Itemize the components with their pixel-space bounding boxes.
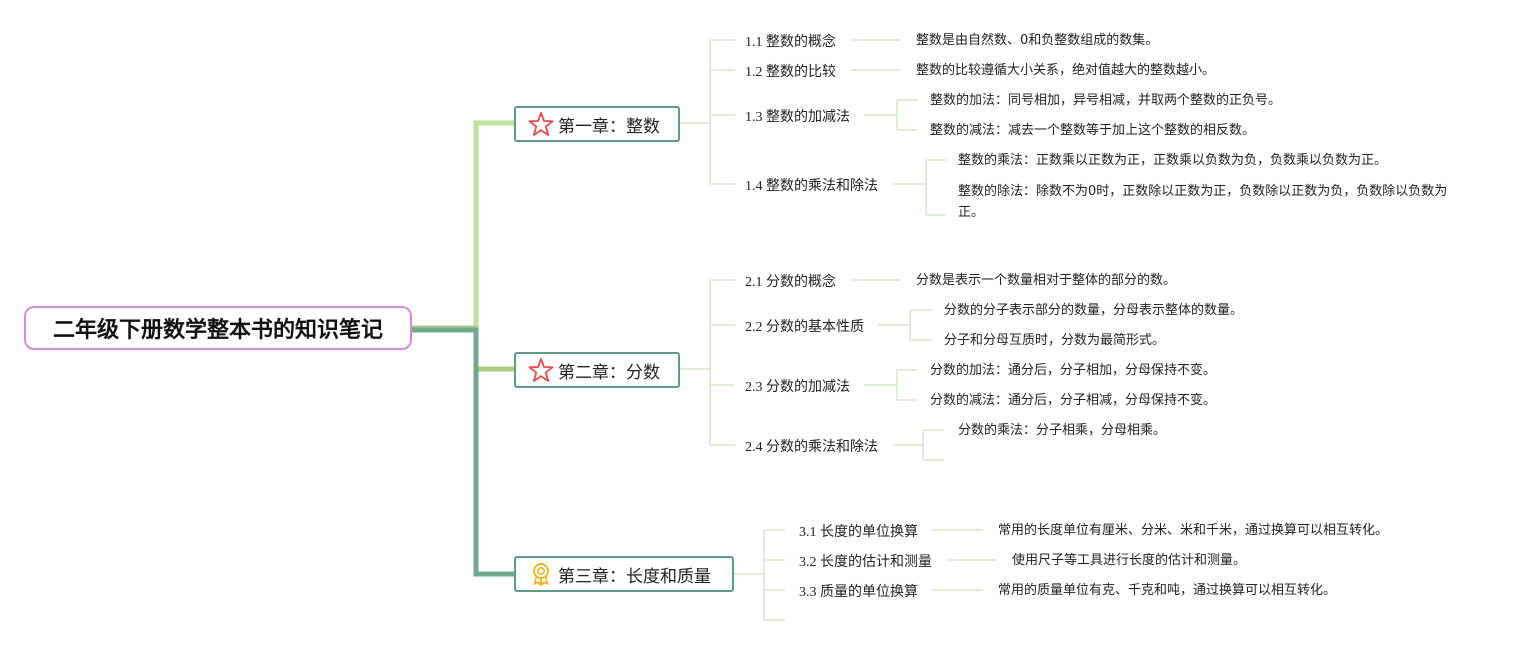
award-icon <box>528 561 554 587</box>
star-icon <box>528 357 554 383</box>
chapter-3-title: 第三章：长度和质量 <box>558 566 711 587</box>
root-topic[interactable]: 二年级下册数学整本书的知识笔记 <box>24 306 412 350</box>
chapter-2-title: 第二章：分数 <box>558 362 660 383</box>
branch-line-1 <box>412 120 515 331</box>
branch-line-3 <box>412 327 515 577</box>
note-1-3-2[interactable]: 整数的减法：减去一个整数等于加上这个整数的相反数。 <box>930 123 1256 138</box>
connector-lines <box>412 39 997 621</box>
branch-line-2 <box>412 325 515 372</box>
section-2-2[interactable]: 2.2 分数的基本性质 <box>745 320 864 335</box>
note-3-3-1[interactable]: 常用的质量单位有克、千克和吨，通过换算可以相互转化。 <box>998 583 1337 598</box>
note-3-2-1[interactable]: 使用尺子等工具进行长度的估计和测量。 <box>1012 553 1247 568</box>
chapter-3-node[interactable]: 第三章：长度和质量 <box>514 556 734 592</box>
section-1-4[interactable]: 1.4 整数的乘法和除法 <box>745 179 878 194</box>
note-2-3-2[interactable]: 分数的减法：通分后，分子相减，分母保持不变。 <box>930 393 1217 408</box>
star-icon <box>528 111 554 137</box>
section-2-1[interactable]: 2.1 分数的概念 <box>745 275 836 290</box>
section-2-4[interactable]: 2.4 分数的乘法和除法 <box>745 440 878 455</box>
note-1-4-2[interactable]: 整数的除法：除数不为0时，正数除以正数为正，负数除以正数为负，负数除以负数为正。 <box>958 184 1448 220</box>
note-3-1-1[interactable]: 常用的长度单位有厘米、分米、米和千米，通过换算可以相互转化。 <box>998 523 1389 538</box>
section-3-1[interactable]: 3.1 长度的单位换算 <box>799 525 918 540</box>
note-2-4-1[interactable]: 分数的乘法：分子相乘，分母相乘。 <box>958 423 1167 438</box>
note-1-2-1[interactable]: 整数的比较遵循大小关系，绝对值越大的整数越小。 <box>916 63 1216 78</box>
section-3-2[interactable]: 3.2 长度的估计和测量 <box>799 555 932 570</box>
note-2-2-1[interactable]: 分数的分子表示部分的数量，分母表示整体的数量。 <box>944 303 1244 318</box>
chapter-2-node[interactable]: 第二章：分数 <box>514 352 680 388</box>
note-2-3-1[interactable]: 分数的加法：通分后，分子相加，分母保持不变。 <box>930 363 1217 378</box>
note-1-3-1[interactable]: 整数的加法：同号相加，异号相减，并取两个整数的正负号。 <box>930 93 1282 108</box>
section-1-3[interactable]: 1.3 整数的加减法 <box>745 110 850 125</box>
section-1-2[interactable]: 1.2 整数的比较 <box>745 65 836 80</box>
chapter-1-title: 第一章：整数 <box>558 116 660 137</box>
section-2-3[interactable]: 2.3 分数的加减法 <box>745 380 850 395</box>
note-2-1-1[interactable]: 分数是表示一个数量相对于整体的部分的数。 <box>916 273 1177 288</box>
note-1-1-1[interactable]: 整数是由自然数、0和负整数组成的数集。 <box>916 33 1159 48</box>
note-2-2-2[interactable]: 分子和分母互质时，分数为最简形式。 <box>944 333 1166 348</box>
chapter-1-node[interactable]: 第一章：整数 <box>514 106 680 142</box>
section-3-3[interactable]: 3.3 质量的单位换算 <box>799 585 918 600</box>
section-1-1[interactable]: 1.1 整数的概念 <box>745 35 836 50</box>
note-1-4-1[interactable]: 整数的乘法：正数乘以正数为正，正数乘以负数为负，负数乘以负数为正。 <box>958 153 1388 168</box>
